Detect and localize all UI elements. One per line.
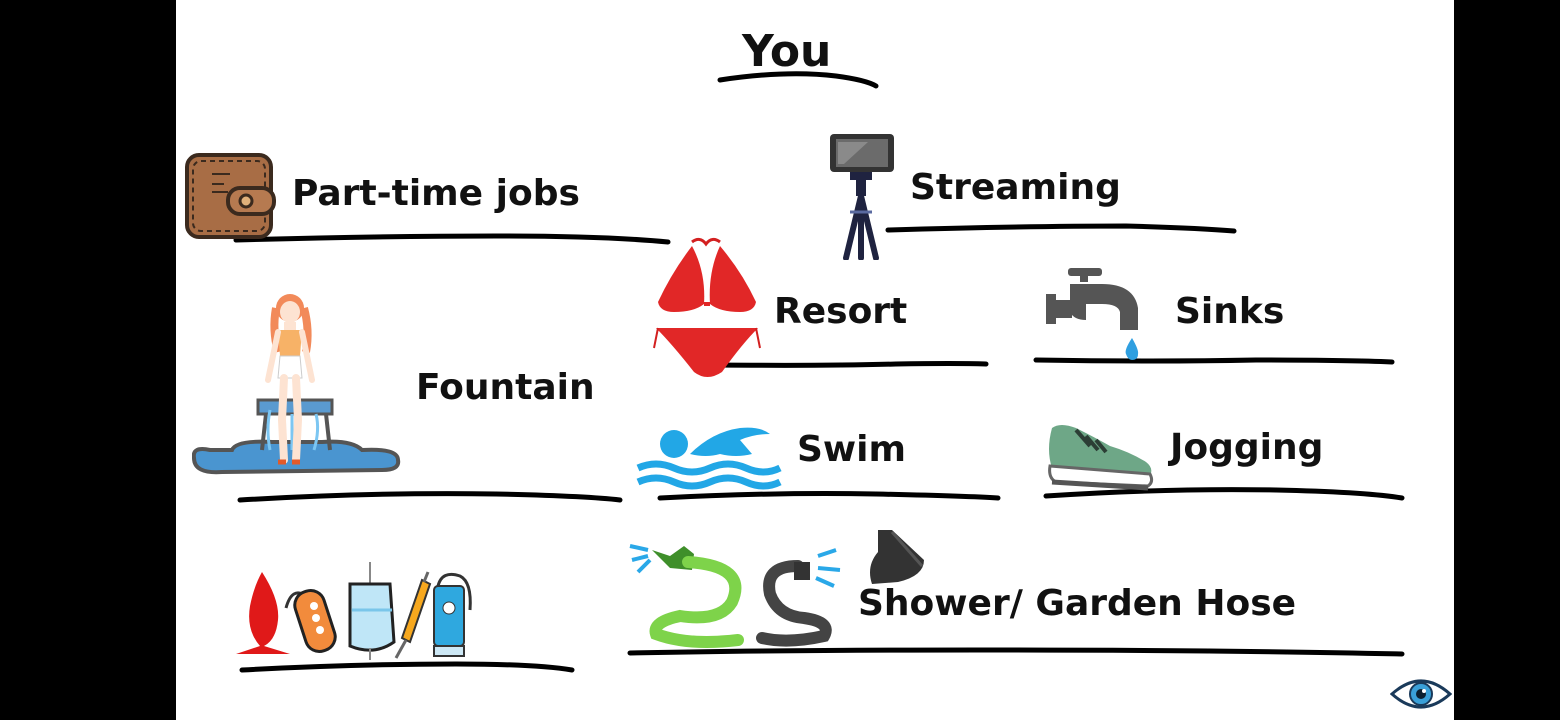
- label-sinks: Sinks: [1175, 291, 1285, 332]
- label-shower-garden-hose: Shower/ Garden Hose: [858, 583, 1297, 624]
- phone-tripod-icon: [830, 134, 894, 260]
- label-streaming: Streaming: [910, 167, 1121, 208]
- label-part-time-jobs: Part-time jobs: [292, 173, 580, 214]
- toys-icon: [236, 562, 472, 660]
- swimmer-icon: [636, 427, 782, 490]
- underline-swim: [657, 491, 1001, 501]
- label-resort: Resort: [774, 291, 908, 332]
- eye-icon[interactable]: [1390, 674, 1452, 714]
- label-jogging: Jogging: [1170, 427, 1324, 468]
- sneaker-icon: [1048, 425, 1154, 491]
- underline-toys: [239, 661, 575, 673]
- girl-fountain-icon: [192, 294, 401, 475]
- hose-shower-icon: [629, 530, 924, 648]
- wallet-icon: [185, 153, 276, 239]
- label-swim: Swim: [797, 429, 907, 470]
- label-fountain: Fountain: [416, 367, 595, 408]
- screen-title: You: [742, 26, 832, 77]
- bikini-icon: [653, 237, 761, 377]
- underline-fountain: [237, 491, 623, 503]
- game-screen: You Part-time jobs Streaming: [176, 0, 1454, 720]
- underline-part-time-jobs: [233, 233, 671, 245]
- faucet-icon: [1046, 268, 1139, 360]
- underline-streaming: [885, 223, 1237, 234]
